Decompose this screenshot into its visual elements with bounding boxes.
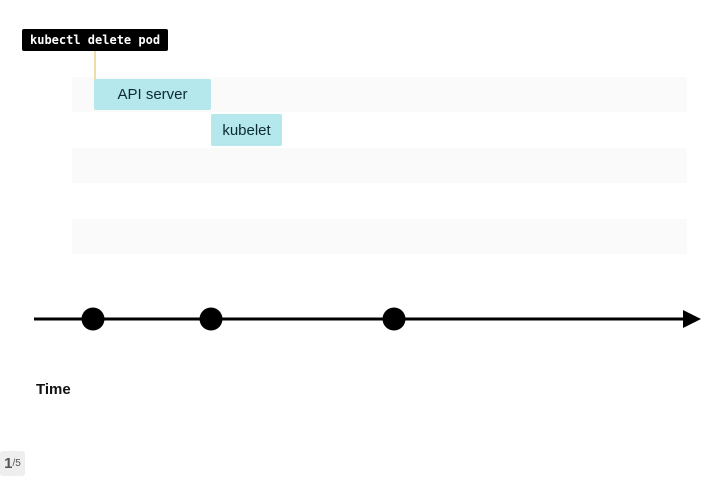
timeline-event — [81, 307, 105, 331]
lane-stripe — [72, 219, 687, 254]
lane-stripe — [72, 148, 687, 183]
timeline-event — [199, 307, 223, 331]
axis-label: Time — [36, 381, 71, 398]
page-total: /5 — [12, 458, 21, 469]
arrow-head-icon — [683, 310, 701, 328]
component-api-server: API server — [94, 79, 211, 110]
timeline-event — [382, 307, 406, 331]
connector-line — [94, 51, 96, 80]
page-current: 1 — [4, 455, 13, 472]
command-label: kubectl delete pod — [22, 29, 169, 51]
component-kubelet: kubelet — [211, 114, 282, 146]
pagination[interactable]: 1/5 — [0, 451, 25, 476]
